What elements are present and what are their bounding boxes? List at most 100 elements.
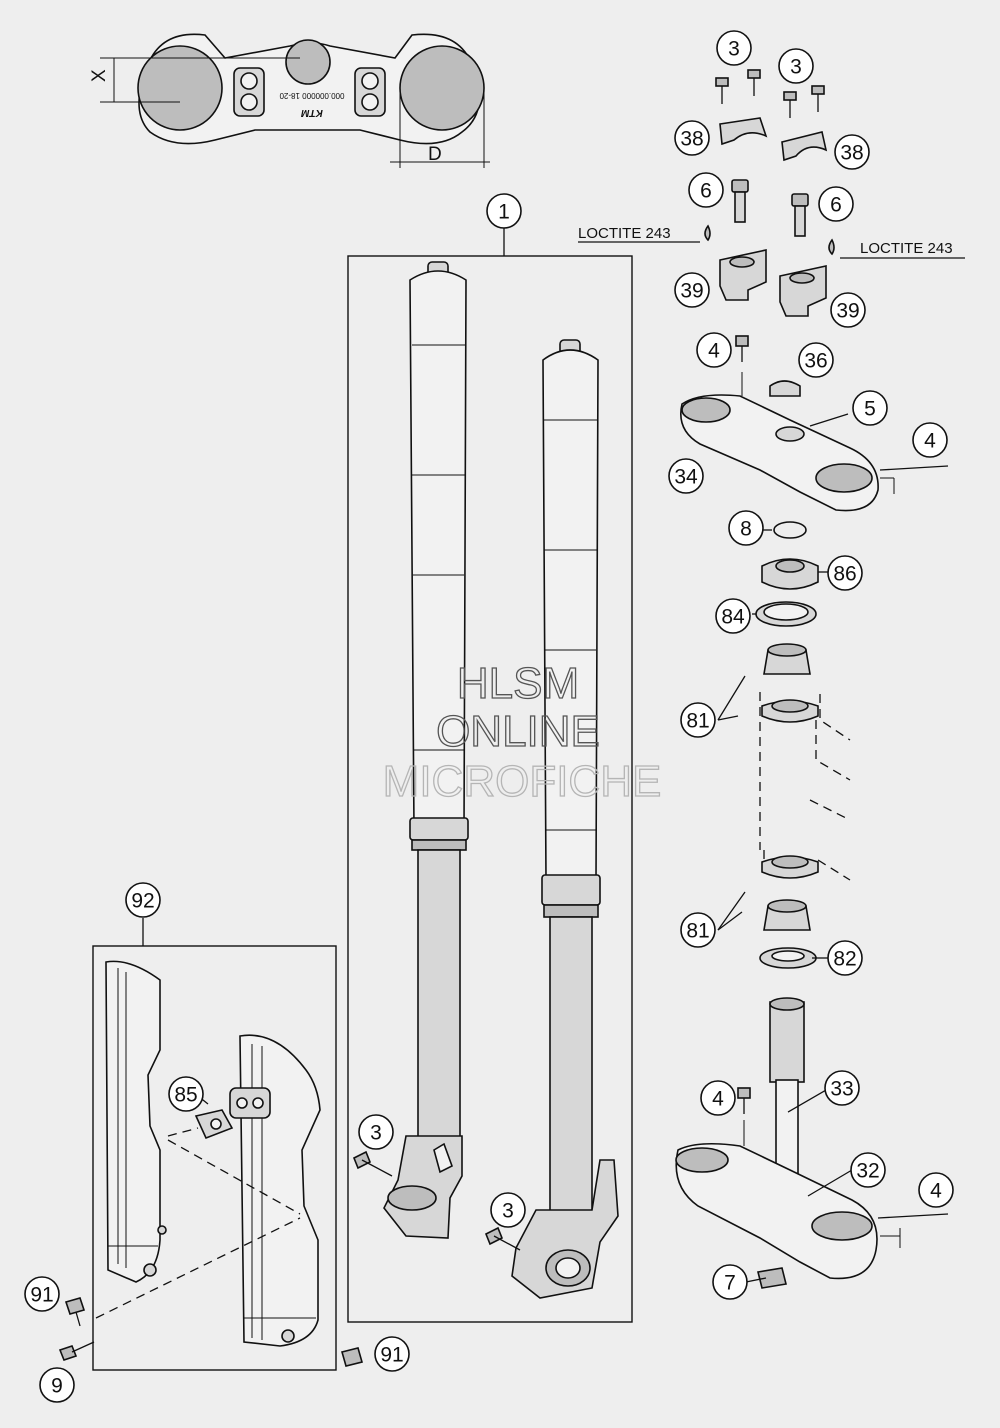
fork-leg-right (511, 339, 619, 1299)
callout-86: 86 (827, 555, 863, 591)
callout-36-label: 36 (804, 350, 827, 373)
callout-38-left-label: 38 (680, 128, 703, 151)
protector-screw-left (64, 1297, 86, 1327)
fork-pinch-bolt-left (352, 1150, 393, 1177)
callout-7: 7 (712, 1264, 748, 1300)
fork-protector-left (105, 960, 167, 1283)
callout-4-top-clamp: 4 (912, 422, 948, 458)
callout-39-left: 39 (674, 272, 710, 308)
callout-38-right-label: 38 (840, 142, 863, 165)
handlebar-clamp-screw-left (731, 179, 749, 223)
handlebar-clamp-lower-left (719, 249, 767, 301)
fork-protector-box (92, 918, 337, 1371)
protector-screw-lower (58, 1341, 95, 1361)
callout-6-left: 6 (688, 172, 724, 208)
callout-5-label: 5 (864, 398, 876, 421)
callout-36: 36 (798, 342, 834, 378)
callout-4-bottom-clamp: 4 (918, 1172, 954, 1208)
callout-33: 33 (824, 1070, 860, 1106)
callout-6-right: 6 (818, 186, 854, 222)
fork-leg-left (383, 261, 469, 1239)
callout-82-label: 82 (833, 948, 856, 971)
brake-line-guide (95, 1109, 301, 1319)
clamp-part-number-marking: 000.000000 18-20 (279, 91, 345, 100)
fork-leg-box (347, 228, 633, 1323)
callout-3-fork-left: 3 (358, 1114, 394, 1150)
lower-bearing-race (761, 855, 819, 879)
callout-9-label: 9 (51, 1375, 63, 1398)
callout-39-right-label: 39 (836, 300, 859, 323)
callout-3-fork-right-label: 3 (502, 1200, 514, 1223)
callout-8-label: 8 (740, 518, 752, 541)
callout-81-upper: 81 (680, 702, 716, 738)
callout-34-label: 34 (674, 466, 698, 489)
callout-84: 84 (715, 598, 751, 634)
callout-4-top-screw: 4 (696, 332, 732, 368)
callout-8: 8 (728, 510, 764, 546)
callout-91-right: 91 (374, 1336, 410, 1372)
dimension-d-label: D (428, 144, 442, 165)
callout-81-lower-label: 81 (686, 920, 709, 943)
callout-81-upper-label: 81 (686, 710, 709, 733)
callout-92-label: 92 (131, 890, 154, 913)
upper-tapered-bearing (763, 643, 811, 675)
callout-6-left-label: 6 (700, 180, 712, 203)
callout-81-lower: 81 (680, 912, 716, 948)
upper-triple-clamp (680, 335, 949, 512)
watermark-line-2: ONLINE (436, 707, 600, 756)
callout-38-left: 38 (674, 120, 710, 156)
callout-3-top-b: 3 (778, 48, 814, 84)
handlebar-clamp-lower-right (779, 265, 827, 317)
leader-lines (197, 529, 853, 1283)
callout-1: 1 (486, 193, 522, 229)
callout-1-label: 1 (498, 201, 510, 224)
callout-39-left-label: 39 (680, 280, 703, 303)
dust-seal (761, 558, 819, 590)
callout-32-label: 32 (856, 1160, 879, 1183)
callout-32: 32 (850, 1152, 886, 1188)
callout-85: 85 (168, 1076, 204, 1112)
callout-3-top-b-label: 3 (790, 56, 802, 79)
callout-34: 34 (668, 458, 704, 494)
callout-3-fork-left-label: 3 (370, 1122, 382, 1145)
callout-3-fork-right: 3 (490, 1192, 526, 1228)
callout-33-label: 33 (830, 1078, 853, 1101)
callout-91-left: 91 (24, 1276, 60, 1312)
lower-tapered-bearing (763, 899, 811, 931)
callout-39-right: 39 (830, 292, 866, 328)
protector-screw-right (341, 1347, 363, 1367)
callout-38-right: 38 (834, 134, 870, 170)
handlebar-clamp-upper-left (719, 117, 768, 146)
handlebar-clamp-screw-right (791, 193, 809, 237)
handlebar-clamp-screws (715, 69, 825, 118)
lower-triple-clamp (675, 1087, 949, 1280)
callout-4-bottom-screw: 4 (700, 1080, 736, 1116)
callout-82: 82 (827, 940, 863, 976)
fork-pinch-bolt-right (484, 1226, 521, 1251)
frame-steering-head (759, 692, 851, 881)
callout-3-top-a: 3 (716, 30, 752, 66)
steering-stem-nut (757, 1267, 787, 1289)
bearing-seal (755, 601, 817, 627)
callout-4-top-screw-label: 4 (708, 340, 720, 363)
callout-3-top-a-label: 3 (728, 38, 740, 61)
watermark-line-1: HLSM (457, 659, 579, 708)
callout-85-label: 85 (174, 1084, 197, 1107)
callout-92: 92 (125, 882, 161, 918)
o-ring (773, 521, 807, 539)
dimension-x-label: X (89, 69, 110, 82)
callout-7-label: 7 (724, 1272, 736, 1295)
callout-91-left-label: 91 (30, 1284, 53, 1307)
callout-4-top-clamp-label: 4 (924, 430, 936, 453)
top-clamp-detail: 000.000000 18-20 KTM X D (89, 33, 490, 168)
watermark-line-3: MICROFICHE (383, 757, 662, 806)
callout-4-bottom-clamp-label: 4 (930, 1180, 942, 1203)
steering-stem (769, 997, 805, 1191)
callout-5: 5 (852, 390, 888, 426)
callout-84-label: 84 (721, 606, 745, 629)
loctite-note-left: LOCTITE 243 (578, 225, 671, 242)
handlebar-clamp-upper-right (781, 131, 828, 162)
loctite-drops: LOCTITE 243 LOCTITE 243 (578, 224, 965, 259)
upper-bearing-race (761, 699, 819, 723)
